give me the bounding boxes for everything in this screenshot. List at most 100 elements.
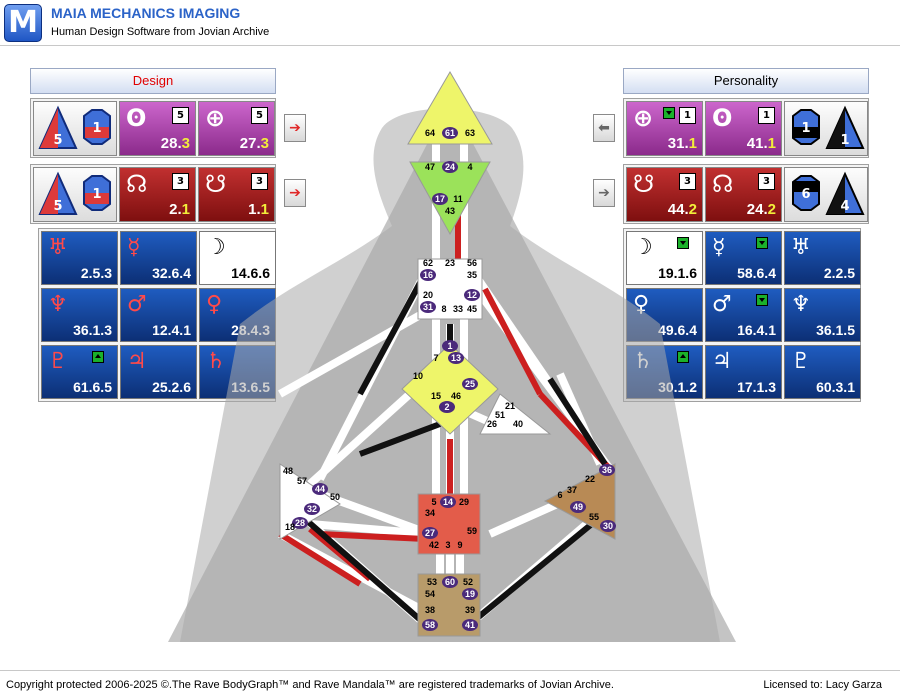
personality-planet-cell[interactable]: ♃17.1.3 <box>705 345 782 399</box>
personality-icon-b: 1 <box>840 133 849 148</box>
gate-label: 28 <box>295 518 305 528</box>
gate-label: 4 <box>467 162 472 172</box>
arrow-down-icon <box>756 294 768 306</box>
planet-value: 14.6.6 <box>231 265 270 281</box>
personality-planet-cell[interactable]: ♇60.3.1 <box>784 345 861 399</box>
design-icon-a: 5 <box>53 133 62 148</box>
design-planet-cell[interactable]: ♇61.6.5 <box>41 345 118 399</box>
arrow-down-icon <box>677 237 689 249</box>
gate-label: 6 <box>557 490 562 500</box>
personality-profile-icons: 1 1 <box>784 101 868 156</box>
app-footer: Copyright protected 2006-2025 ©.The Rave… <box>0 670 900 699</box>
channel-activation <box>468 506 612 627</box>
app-header: M MAIA MECHANICS IMAGING Human Design So… <box>0 0 900 46</box>
planet-value: 19.1.6 <box>658 265 697 281</box>
design-planet-cell[interactable]: ☽ 14.6.6 <box>199 231 276 285</box>
line-badge: 1 <box>679 107 696 124</box>
gate-value: 2.1 <box>169 201 190 218</box>
planet-value: 25.2.6 <box>152 379 191 395</box>
personality-planet-cell[interactable]: ♂16.4.1 <box>705 288 782 342</box>
planet-value: 12.4.1 <box>152 322 191 338</box>
planet-icon: ♅ <box>48 235 68 260</box>
design-arrow-right-button-2[interactable]: ➔ <box>284 179 306 207</box>
gate-label: 7 <box>433 353 438 363</box>
gate-label: 12 <box>467 290 477 300</box>
personality-planet-cell[interactable]: ♅2.2.5 <box>784 231 861 285</box>
line-badge: 3 <box>679 173 696 190</box>
channel-activation <box>357 277 425 396</box>
gate-label: 59 <box>467 526 477 536</box>
gate-label: 48 <box>283 466 293 476</box>
gate-value: 28.3 <box>160 135 190 152</box>
gate-value: 31.1 <box>667 135 697 152</box>
personality-south-node-cell[interactable]: ☋ 3 44.2 <box>626 167 703 222</box>
gate-label: 3 <box>445 540 450 550</box>
design-planet-cell[interactable]: ♆36.1.3 <box>41 288 118 342</box>
design-earth-cell[interactable]: ⊕ 5 27.3 <box>198 101 275 156</box>
arrow-right-icon: ➔ <box>289 185 301 201</box>
gate-label: 54 <box>425 589 435 599</box>
line-badge: 3 <box>758 173 775 190</box>
gate-label: 22 <box>585 474 595 484</box>
octagon-triangle-icon: 1 1 <box>792 105 865 149</box>
line-badge: 5 <box>172 107 189 124</box>
arrow-up-icon <box>92 351 104 363</box>
personality-north-node-cell[interactable]: ☊ 3 24.2 <box>705 167 782 222</box>
planet-icon: ♄ <box>206 349 226 374</box>
planet-icon: ☽ <box>206 235 226 260</box>
planet-value: 58.6.4 <box>737 265 776 281</box>
gate-label: 61 <box>445 128 455 138</box>
personality-planet-cell[interactable]: ☿58.6.4 <box>705 231 782 285</box>
app-subtitle: Human Design Software from Jovian Archiv… <box>51 26 270 38</box>
earth-icon: ⊕ <box>633 104 654 132</box>
gate-label: 32 <box>307 504 317 514</box>
gate-label: 16 <box>423 270 433 280</box>
gate-activation-dot <box>442 127 458 139</box>
gate-value: 1.1 <box>248 201 269 218</box>
gate-value: 44.2 <box>667 201 697 218</box>
design-profile-icons: 5 1 <box>33 101 117 156</box>
planet-icon: ♂ <box>127 292 147 317</box>
gate-label: 62 <box>423 258 433 268</box>
ego-center <box>479 393 552 435</box>
arrow-up-icon <box>677 351 689 363</box>
personality-planet-cell[interactable]: ♆36.1.5 <box>784 288 861 342</box>
gate-label: 10 <box>413 371 423 381</box>
design-sun-cell[interactable]: ʘ 5 28.3 <box>119 101 196 156</box>
design-icon-a: 5 <box>53 199 62 214</box>
personality-header: Personality <box>623 68 869 94</box>
gate-label: 45 <box>467 304 477 314</box>
personality-earth-cell[interactable]: ⊕ 1 31.1 <box>626 101 703 156</box>
design-arrow-right-button[interactable]: ➔ <box>284 114 306 142</box>
planet-icon: ☽ <box>633 235 653 260</box>
design-planet-cell[interactable]: ♃25.2.6 <box>120 345 197 399</box>
gate-activation-dot <box>304 503 320 515</box>
personality-arrow-left-button[interactable]: ⬅ <box>593 114 615 142</box>
personality-planet-cell[interactable]: ☽ 19.1.6 <box>626 231 703 285</box>
gate-activation-dot <box>462 588 478 600</box>
gate-label: 1 <box>447 341 452 351</box>
design-row-sun: 5 1 ʘ 5 28.3 ⊕ 5 27.3 <box>30 98 276 158</box>
planet-value: 32.6.4 <box>152 265 191 281</box>
g-center <box>401 343 499 435</box>
design-north-node-cell[interactable]: ☊ 3 2.1 <box>119 167 196 222</box>
planet-value: 2.2.5 <box>823 265 855 281</box>
design-planet-cell[interactable]: ♂ 12.4.1 <box>120 288 197 342</box>
design-icon-b: 1 <box>92 121 101 136</box>
personality-sun-cell[interactable]: ʘ 1 41.1 <box>705 101 782 156</box>
gate-label: 25 <box>465 379 475 389</box>
design-south-node-cell[interactable]: ☋ 3 1.1 <box>198 167 275 222</box>
design-planet-cell[interactable]: ♅2.5.3 <box>41 231 118 285</box>
app-title: MAIA MECHANICS IMAGING <box>51 5 241 21</box>
planet-icon: ♆ <box>48 292 68 317</box>
personality-arrow-right-button[interactable]: ➔ <box>593 179 615 207</box>
gate-label: 58 <box>425 620 435 630</box>
gate-label: 24 <box>445 162 455 172</box>
design-planet-cell[interactable]: ☿32.6.4 <box>120 231 197 285</box>
gate-label: 49 <box>573 502 583 512</box>
gate-value: 41.1 <box>746 135 776 152</box>
gate-label: 30 <box>603 521 613 531</box>
line-badge: 5 <box>251 107 268 124</box>
gate-activation-dot <box>440 496 456 508</box>
